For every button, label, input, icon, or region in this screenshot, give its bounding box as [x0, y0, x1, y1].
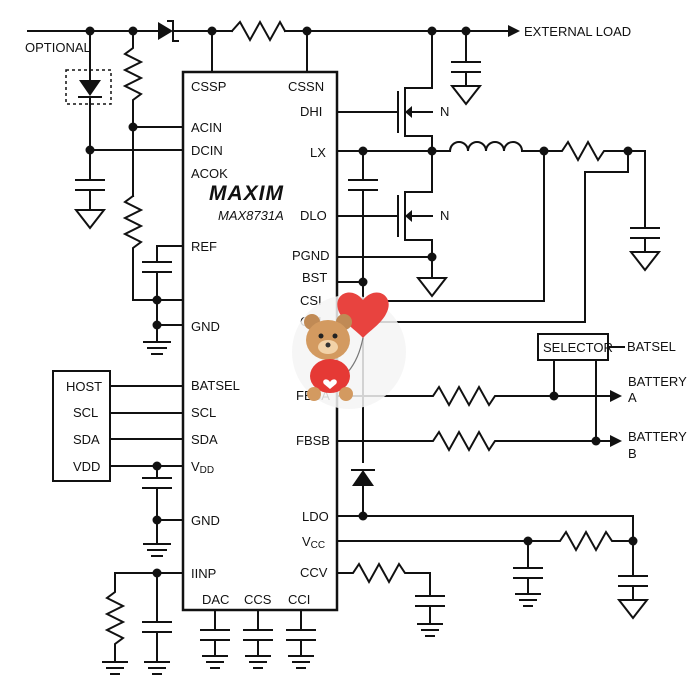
selector-box: [537, 333, 609, 361]
maxim-logo: MAXIM: [209, 182, 284, 205]
batsel-label: BATSEL: [627, 339, 676, 354]
pin-gnd-2: GND: [191, 513, 220, 528]
battery-a-sub: A: [628, 390, 637, 405]
pin-acok: ACOK: [191, 166, 228, 181]
pin-cci: CCI: [288, 592, 310, 607]
input-rail: [27, 19, 520, 43]
battery-a-label: BATTERY: [628, 374, 687, 389]
pin-batsel: BATSEL: [191, 378, 240, 393]
pin-ccs: CCS: [244, 592, 272, 607]
pin-iinp: IINP: [191, 566, 216, 581]
pin-lx: LX: [310, 145, 326, 160]
inductor: [448, 141, 545, 153]
pin-ldo: LDO: [302, 509, 329, 524]
n-label-high: N: [440, 104, 449, 119]
pin-vcc: VCC: [302, 534, 325, 551]
host-vdd: VDD: [73, 459, 100, 474]
pin-cssn: CSSN: [288, 79, 324, 94]
pin-cssp: CSSP: [191, 79, 226, 94]
part-number: MAX8731A: [218, 208, 284, 223]
pin-dcin: DCIN: [191, 143, 223, 158]
high-side-mosfet: [336, 30, 433, 152]
selector-label: SELECTOR: [543, 340, 613, 355]
optional-box: [65, 69, 112, 105]
input-diode: [158, 20, 179, 42]
n-label-low: N: [440, 208, 449, 223]
battery-b-label: BATTERY: [628, 429, 687, 444]
pin-bst: BST: [302, 270, 327, 285]
low-side-mosfet: [336, 150, 433, 273]
host-box: [52, 370, 111, 482]
pin-dhi: DHI: [300, 104, 322, 119]
teddy-bear-heart-balloon-icon: [292, 292, 406, 409]
pin-csip: CSI: [300, 293, 322, 308]
pin-dlo: DLO: [300, 208, 327, 223]
pin-acin: ACIN: [191, 120, 222, 135]
pin-ref: REF: [191, 239, 217, 254]
host-sda: SDA: [73, 432, 100, 447]
pin-scl: SCL: [191, 405, 216, 420]
host-scl: SCL: [73, 405, 98, 420]
battery-b-sub: B: [628, 446, 637, 461]
pin-dac: DAC: [202, 592, 229, 607]
pin-gnd-1: GND: [191, 319, 220, 334]
pin-fbsb: FBSB: [296, 433, 330, 448]
pin-pgnd: PGND: [292, 248, 330, 263]
host-label: HOST: [66, 379, 102, 394]
pin-sda: SDA: [191, 432, 218, 447]
optional-label: OPTIONAL: [25, 40, 91, 55]
bottom-caps: [200, 609, 316, 669]
pin-vdd: VDD: [191, 459, 214, 476]
pin-ccv: CCV: [300, 565, 328, 580]
external-load-label: EXTERNAL LOAD: [524, 24, 631, 39]
